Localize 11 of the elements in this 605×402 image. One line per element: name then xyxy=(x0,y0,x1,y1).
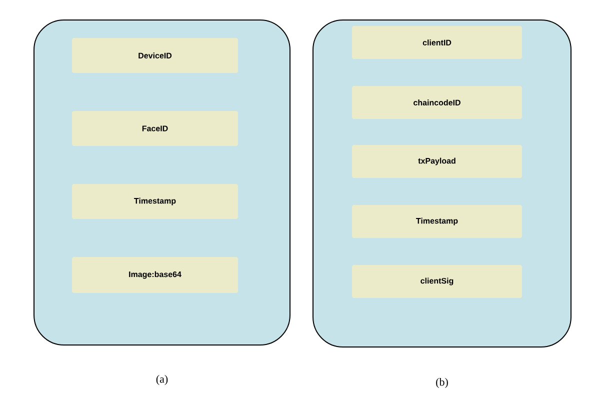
field-box: txPayload xyxy=(352,145,522,178)
field-box: clientID xyxy=(352,26,522,59)
field-box: Image:base64 xyxy=(72,257,238,293)
field-box: clientSig xyxy=(352,265,522,298)
field-box: Timestamp xyxy=(352,205,522,238)
field-box: FaceID xyxy=(72,111,238,146)
node-label: (a) xyxy=(156,375,168,385)
field-box: chaincodeID xyxy=(352,86,522,119)
field-box: DeviceID xyxy=(72,38,238,73)
field-box: Timestamp xyxy=(72,184,238,219)
node-label: (b) xyxy=(436,378,448,388)
